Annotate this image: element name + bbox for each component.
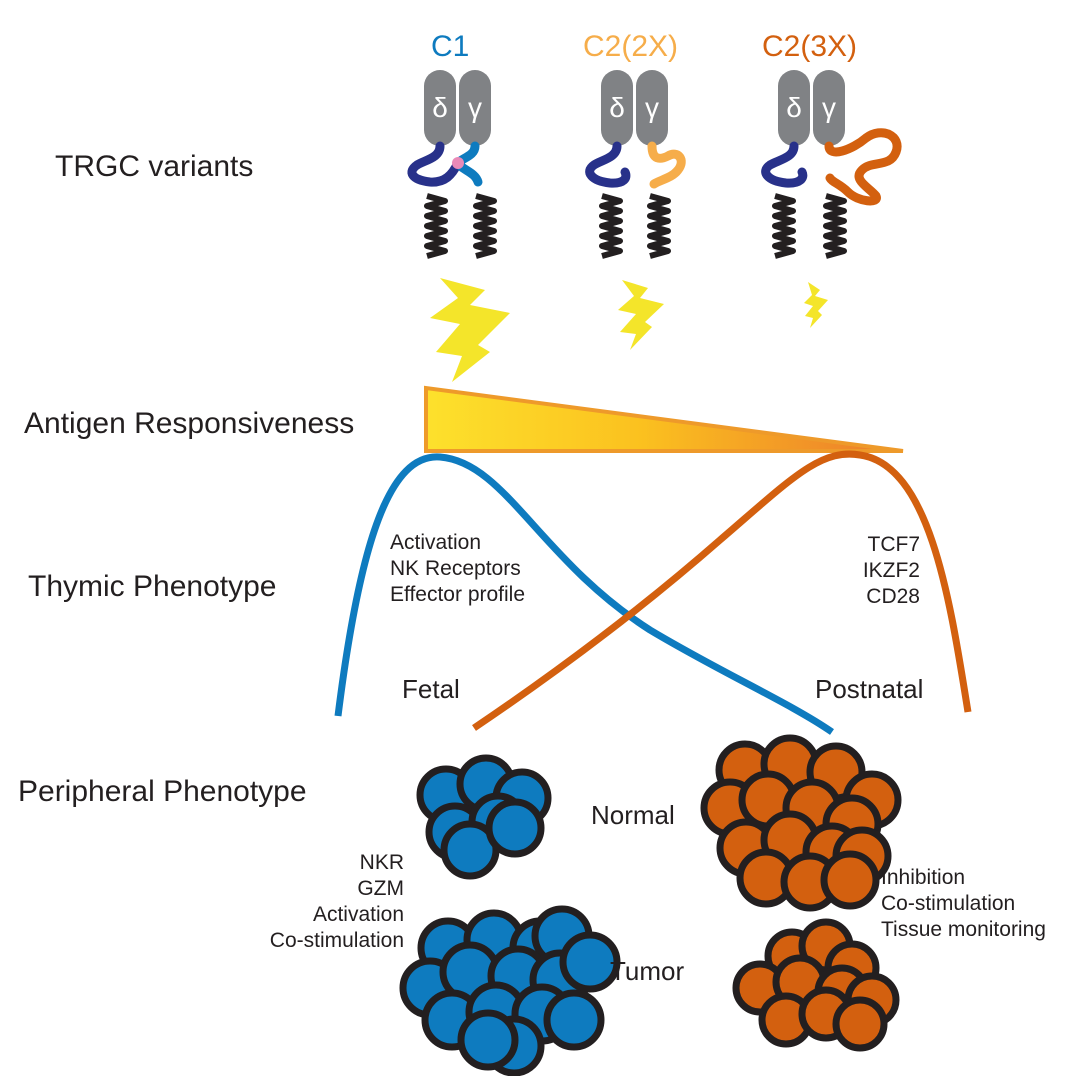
marker-text: Co-stimulation [881, 892, 1016, 915]
blue-cell-cluster-tumor [399, 905, 621, 1077]
marker-text: CD28 [866, 585, 920, 608]
cell-circle [832, 996, 888, 1052]
marker-text: Effector profile [390, 583, 526, 606]
marker-text: NK Receptors [390, 557, 521, 580]
marker-text: Activation [312, 903, 404, 926]
receptor-c1: δ γ [407, 70, 497, 259]
c1-delta-transmembrane-helix [424, 193, 448, 259]
cell-circle [820, 850, 880, 910]
row-label-peripheral-phenotype: Peripheral Phenotype [18, 775, 307, 808]
c2-2x-delta-domain [601, 70, 633, 146]
fetal-label: Fetal [402, 674, 460, 704]
c1-gamma-symbol: γ [468, 92, 482, 123]
c2-2x-delta-transmembrane-helix [599, 193, 623, 259]
thymic-postnatal-markers: TCF7 IKZF2 CD28 [820, 532, 920, 610]
blue-cell-cluster-normal [416, 754, 552, 880]
c2-2x-delta-symbol: δ [609, 92, 625, 123]
orange-cell-cluster-tumor [732, 918, 900, 1052]
cell-circle [543, 989, 605, 1051]
variant-title-c1: C1 [431, 30, 470, 63]
marker-text: Activation [390, 531, 482, 554]
thymic-fetal-markers: Activation NK Receptors Effector profile [390, 530, 525, 608]
receptor-c2-3x: δ γ [761, 70, 902, 259]
row-label-antigen-responsiveness: Antigen Responsiveness [24, 407, 355, 440]
marker-text: IKZF2 [862, 559, 920, 582]
c2-2x-gamma-linker [647, 141, 686, 189]
c2-2x-gamma-transmembrane-helix [647, 193, 671, 259]
c2-3x-gamma-linker [824, 128, 902, 206]
c1-delta-symbol: δ [432, 92, 448, 123]
normal-label: Normal [591, 800, 675, 830]
c2-3x-gamma-transmembrane-helix [823, 193, 847, 259]
variant-title-c2-2x: C2(2X) [583, 30, 679, 63]
marker-text: Tissue monitoring [881, 918, 1046, 941]
c1-delta-linker [407, 141, 463, 187]
disulfide-bond-dot [452, 157, 464, 169]
marker-text: TCF7 [867, 533, 921, 556]
peripheral-blue-markers: NKR GZM Activation Co-stimulation [240, 850, 404, 954]
c2-2x-gamma-domain [636, 70, 668, 146]
row-label-trgc-variants: TRGC variants [55, 150, 254, 183]
orange-cell-cluster-normal [700, 734, 902, 912]
cell-circle [457, 1009, 519, 1071]
peripheral-orange-markers: Inhibition Co-stimulation Tissue monitor… [881, 865, 1046, 943]
antigen-responsiveness-gradient [424, 385, 904, 453]
signal-bolt-medium [618, 280, 664, 350]
fetal-thymic-curve [334, 453, 834, 735]
c2-3x-gamma-symbol: γ [822, 92, 836, 123]
c2-3x-delta-symbol: δ [786, 92, 802, 123]
c2-2x-gamma-symbol: γ [645, 92, 659, 123]
variant-title-c2-3x: C2(3X) [762, 30, 858, 63]
c2-3x-delta-transmembrane-helix [772, 193, 796, 259]
signal-bolt-strong [430, 278, 510, 382]
postnatal-label: Postnatal [815, 674, 924, 704]
marker-text: Co-stimulation [269, 929, 404, 952]
c2-3x-delta-linker [761, 141, 808, 188]
postnatal-thymic-curve [472, 450, 972, 731]
c2-2x-delta-linker [585, 141, 631, 188]
c2-3x-delta-domain [778, 70, 810, 146]
marker-text: Inhibition [881, 866, 966, 889]
marker-text: GZM [357, 877, 404, 900]
cell-circle [485, 798, 545, 858]
receptor-c2-2x: δ γ [585, 70, 686, 259]
c1-gamma-transmembrane-helix [473, 193, 497, 259]
row-label-thymic-phenotype: Thymic Phenotype [28, 570, 277, 603]
c1-gamma-domain [459, 70, 491, 146]
signal-bolt-weak [804, 282, 828, 328]
c1-delta-domain [424, 70, 456, 146]
c2-3x-gamma-domain [813, 70, 845, 146]
marker-text: NKR [359, 851, 404, 874]
cell-circle [559, 931, 621, 993]
tumor-label: Tumor [610, 956, 685, 986]
